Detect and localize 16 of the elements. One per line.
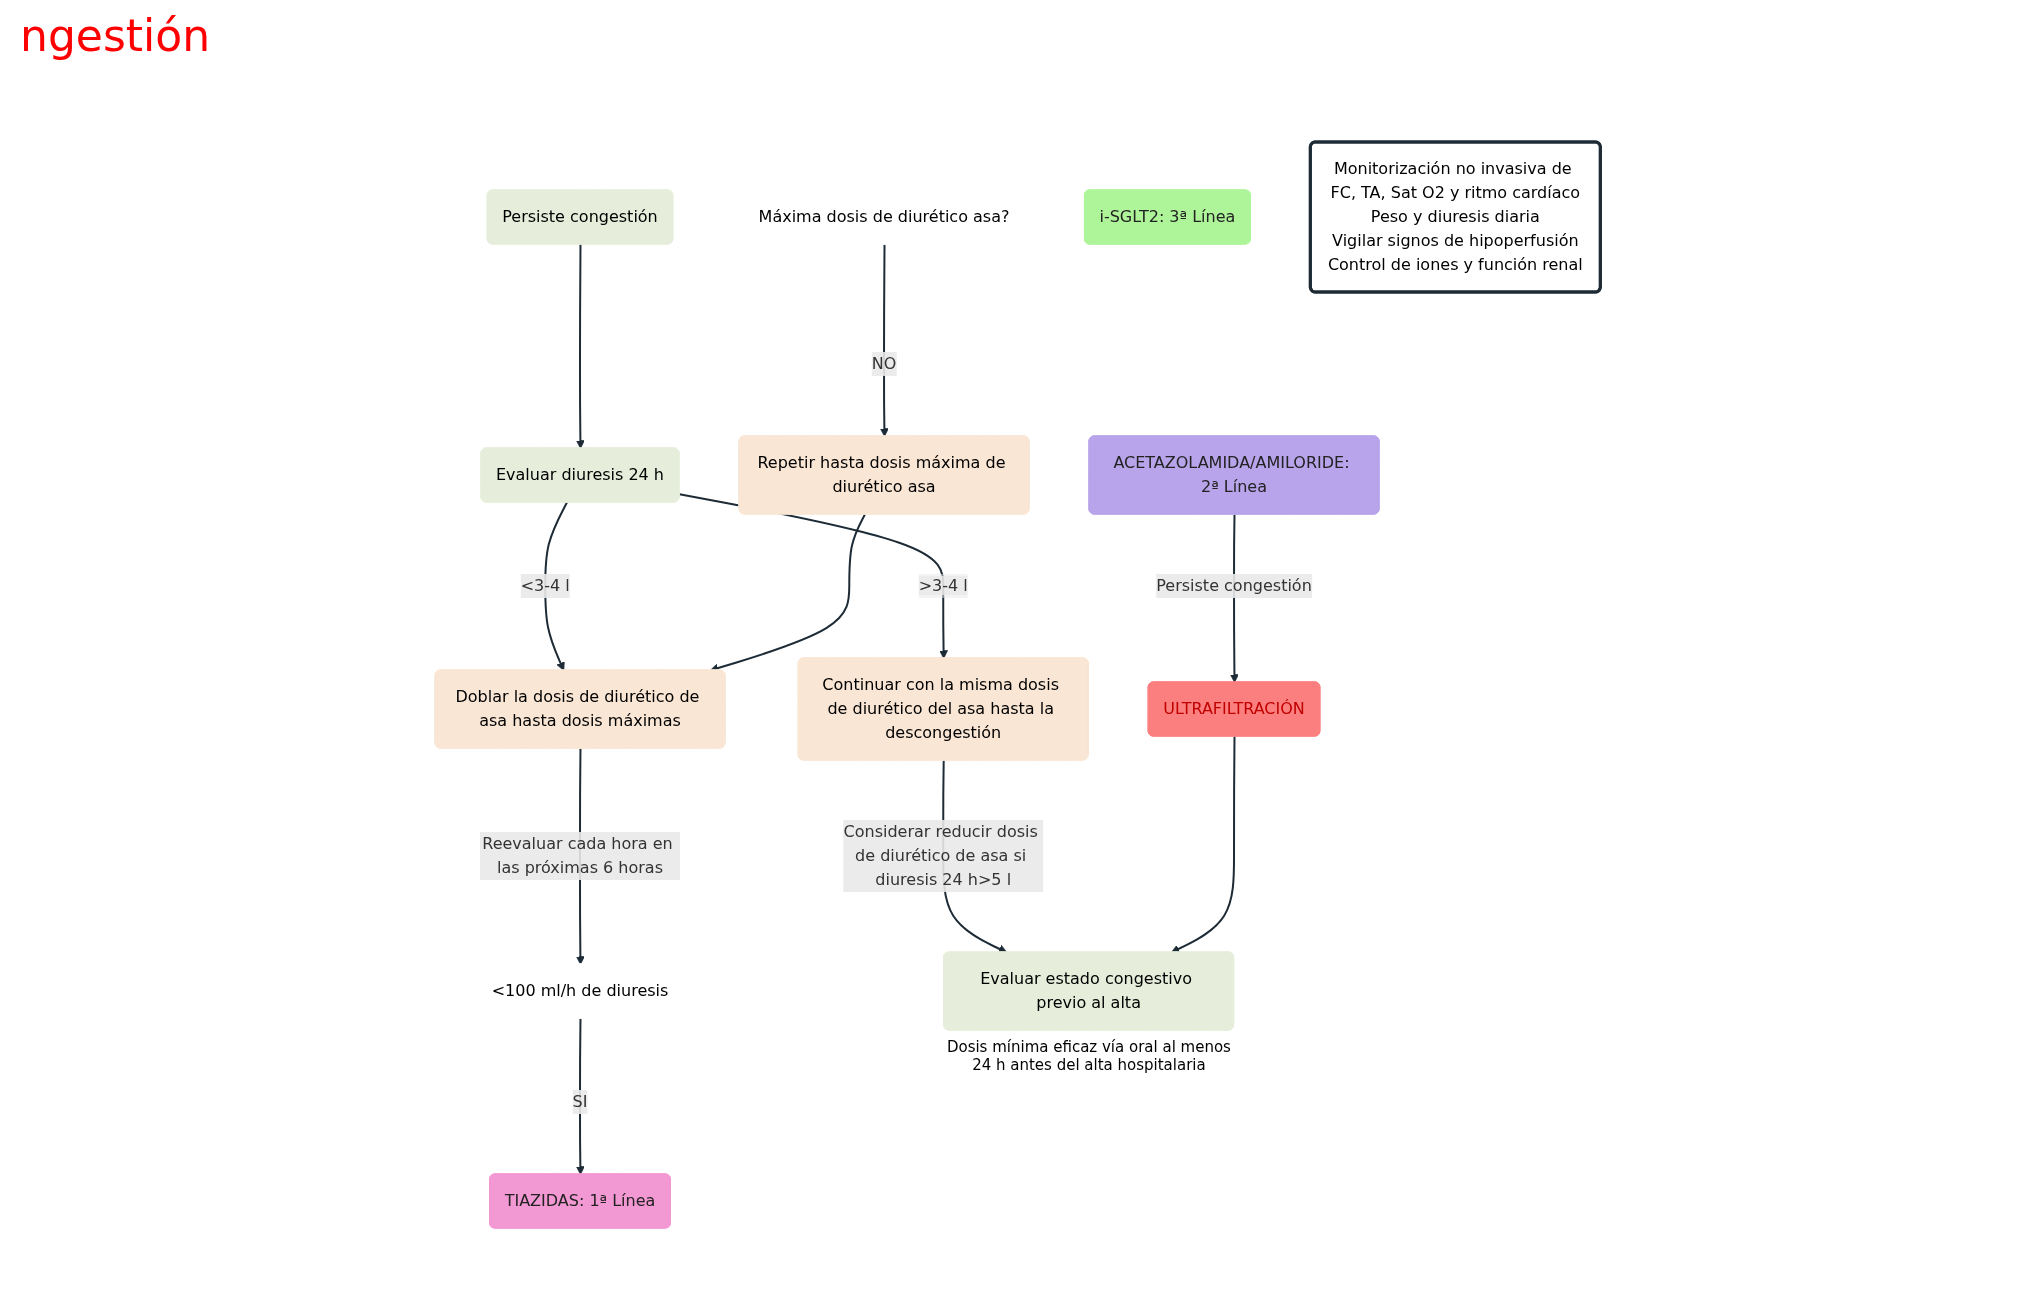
arrow	[576, 243, 586, 449]
title: ngestión	[20, 10, 211, 61]
node-text: Máxima dosis de diurético asa?	[758, 207, 1010, 226]
edge-label: NO	[872, 354, 897, 373]
edge-label: Reevaluar cada hora en las próximas 6 horas	[482, 834, 674, 877]
arrow	[1171, 735, 1236, 953]
edge-label: Considerar reducir dosis de diurético de asa si diuresis 24 h>5 l	[843, 822, 1039, 889]
edge-label: SI	[572, 1092, 588, 1111]
arrow	[544, 501, 569, 671]
arrow	[576, 1017, 586, 1175]
edge-label: <3-4 l	[521, 576, 571, 595]
edge-label: Persiste congestión	[1156, 576, 1313, 595]
edge-label: >3-4 l	[919, 576, 969, 595]
node-text: <100 ml/h de diuresis	[491, 981, 669, 1000]
arrow	[880, 243, 890, 437]
node-note: Dosis mínima eficaz vía oral al menos 24 h antes del alta hospitalaria	[945, 1038, 1232, 1074]
